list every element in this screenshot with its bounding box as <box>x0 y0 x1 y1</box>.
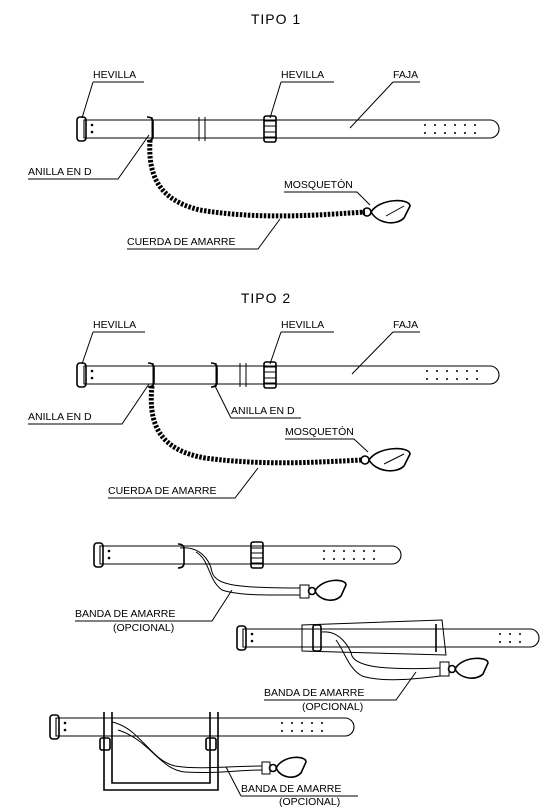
banda2-assembly: BANDA DE AMARRE (OPCIONAL) <box>236 619 540 713</box>
tipo2-label-hevilla-left: HEVILLA <box>93 319 136 331</box>
tipo2-section: TIPO 2 HEVILLA HEVILLA FAJA ANILLA EN D … <box>28 290 500 499</box>
tipo2-label-anilla-right: ANILLA EN D <box>231 405 295 417</box>
banda2-lanyard <box>321 631 441 681</box>
banda3-belt-holes <box>281 722 323 732</box>
tipo2-snap-hook <box>360 447 411 472</box>
tipo1-label-hevilla-right: HEVILLA <box>281 69 324 81</box>
banda1-snap-hook <box>307 579 347 601</box>
banda1-label-line2: (OPCIONAL) <box>113 622 174 634</box>
banda3-belt-strap <box>55 717 355 737</box>
banda3-lanyard <box>111 721 263 774</box>
tipo2-belt-holes <box>426 370 478 380</box>
tipo2-title: TIPO 2 <box>241 290 291 306</box>
banda1-belt-holes <box>323 550 375 560</box>
tipo2-label-anilla-left: ANILLA EN D <box>28 411 92 423</box>
tipo1-title: TIPO 1 <box>251 11 301 27</box>
tipo1-right-buckle <box>263 115 277 143</box>
tipo1-label-cuerda: CUERDA DE AMARRE <box>127 236 236 248</box>
banda1-lanyard <box>179 547 301 596</box>
banda1-label-line1: BANDA DE AMARRE <box>75 608 175 620</box>
banda3-snap-hook <box>268 756 307 778</box>
tipo1-label-faja: FAJA <box>393 69 418 81</box>
banda3-assembly: BANDA DE AMARRE (OPCIONAL) <box>49 712 358 808</box>
tipo1-label-anilla: ANILLA EN D <box>28 166 92 178</box>
tipo2-label-mosqueton: MOSQUETÓN <box>285 425 354 438</box>
tipo2-belt-strap <box>83 365 500 385</box>
banda2-belt-strap <box>242 628 540 648</box>
tipo1-belt-strap <box>83 119 500 139</box>
tipo2-label-cuerda: CUERDA DE AMARRE <box>108 485 217 497</box>
tipo1-chain <box>147 139 366 219</box>
banda3-label-line2: (OPCIONAL) <box>279 796 340 808</box>
banda2-belt-holes <box>499 633 521 643</box>
tipo2-d-ring-right <box>210 362 218 388</box>
banda2-label-line2: (OPCIONAL) <box>302 701 363 713</box>
tipo2-label-hevilla-right: HEVILLA <box>281 319 324 331</box>
tipo2-left-buckle <box>76 362 87 388</box>
banda1-assembly: BANDA DE AMARRE (OPCIONAL) <box>75 541 402 634</box>
tipo2-label-faja: FAJA <box>393 319 418 331</box>
banda2-back-pad <box>301 619 447 656</box>
banda2-snap-hook <box>447 657 489 679</box>
tipo1-belt-holes <box>424 124 476 134</box>
tipo2-right-buckle <box>263 361 277 389</box>
tipo1-keeper <box>198 117 206 141</box>
tipo1-snap-hook <box>362 199 411 224</box>
tipo1-section: TIPO 1 HEVILLA HEVILLA FAJA <box>28 11 500 250</box>
tipo1-left-buckle <box>76 116 87 142</box>
tipo1-label-mosqueton: MOSQUETÓN <box>284 178 353 191</box>
banda2-label-line1: BANDA DE AMARRE <box>264 687 364 699</box>
tipo2-chain <box>148 385 363 466</box>
tipo1-label-hevilla-left: HEVILLA <box>93 69 136 81</box>
tipo2-keeper <box>239 363 247 387</box>
banda3-label-line1: BANDA DE AMARRE <box>241 783 341 795</box>
banda3-seat-frame <box>103 712 219 791</box>
